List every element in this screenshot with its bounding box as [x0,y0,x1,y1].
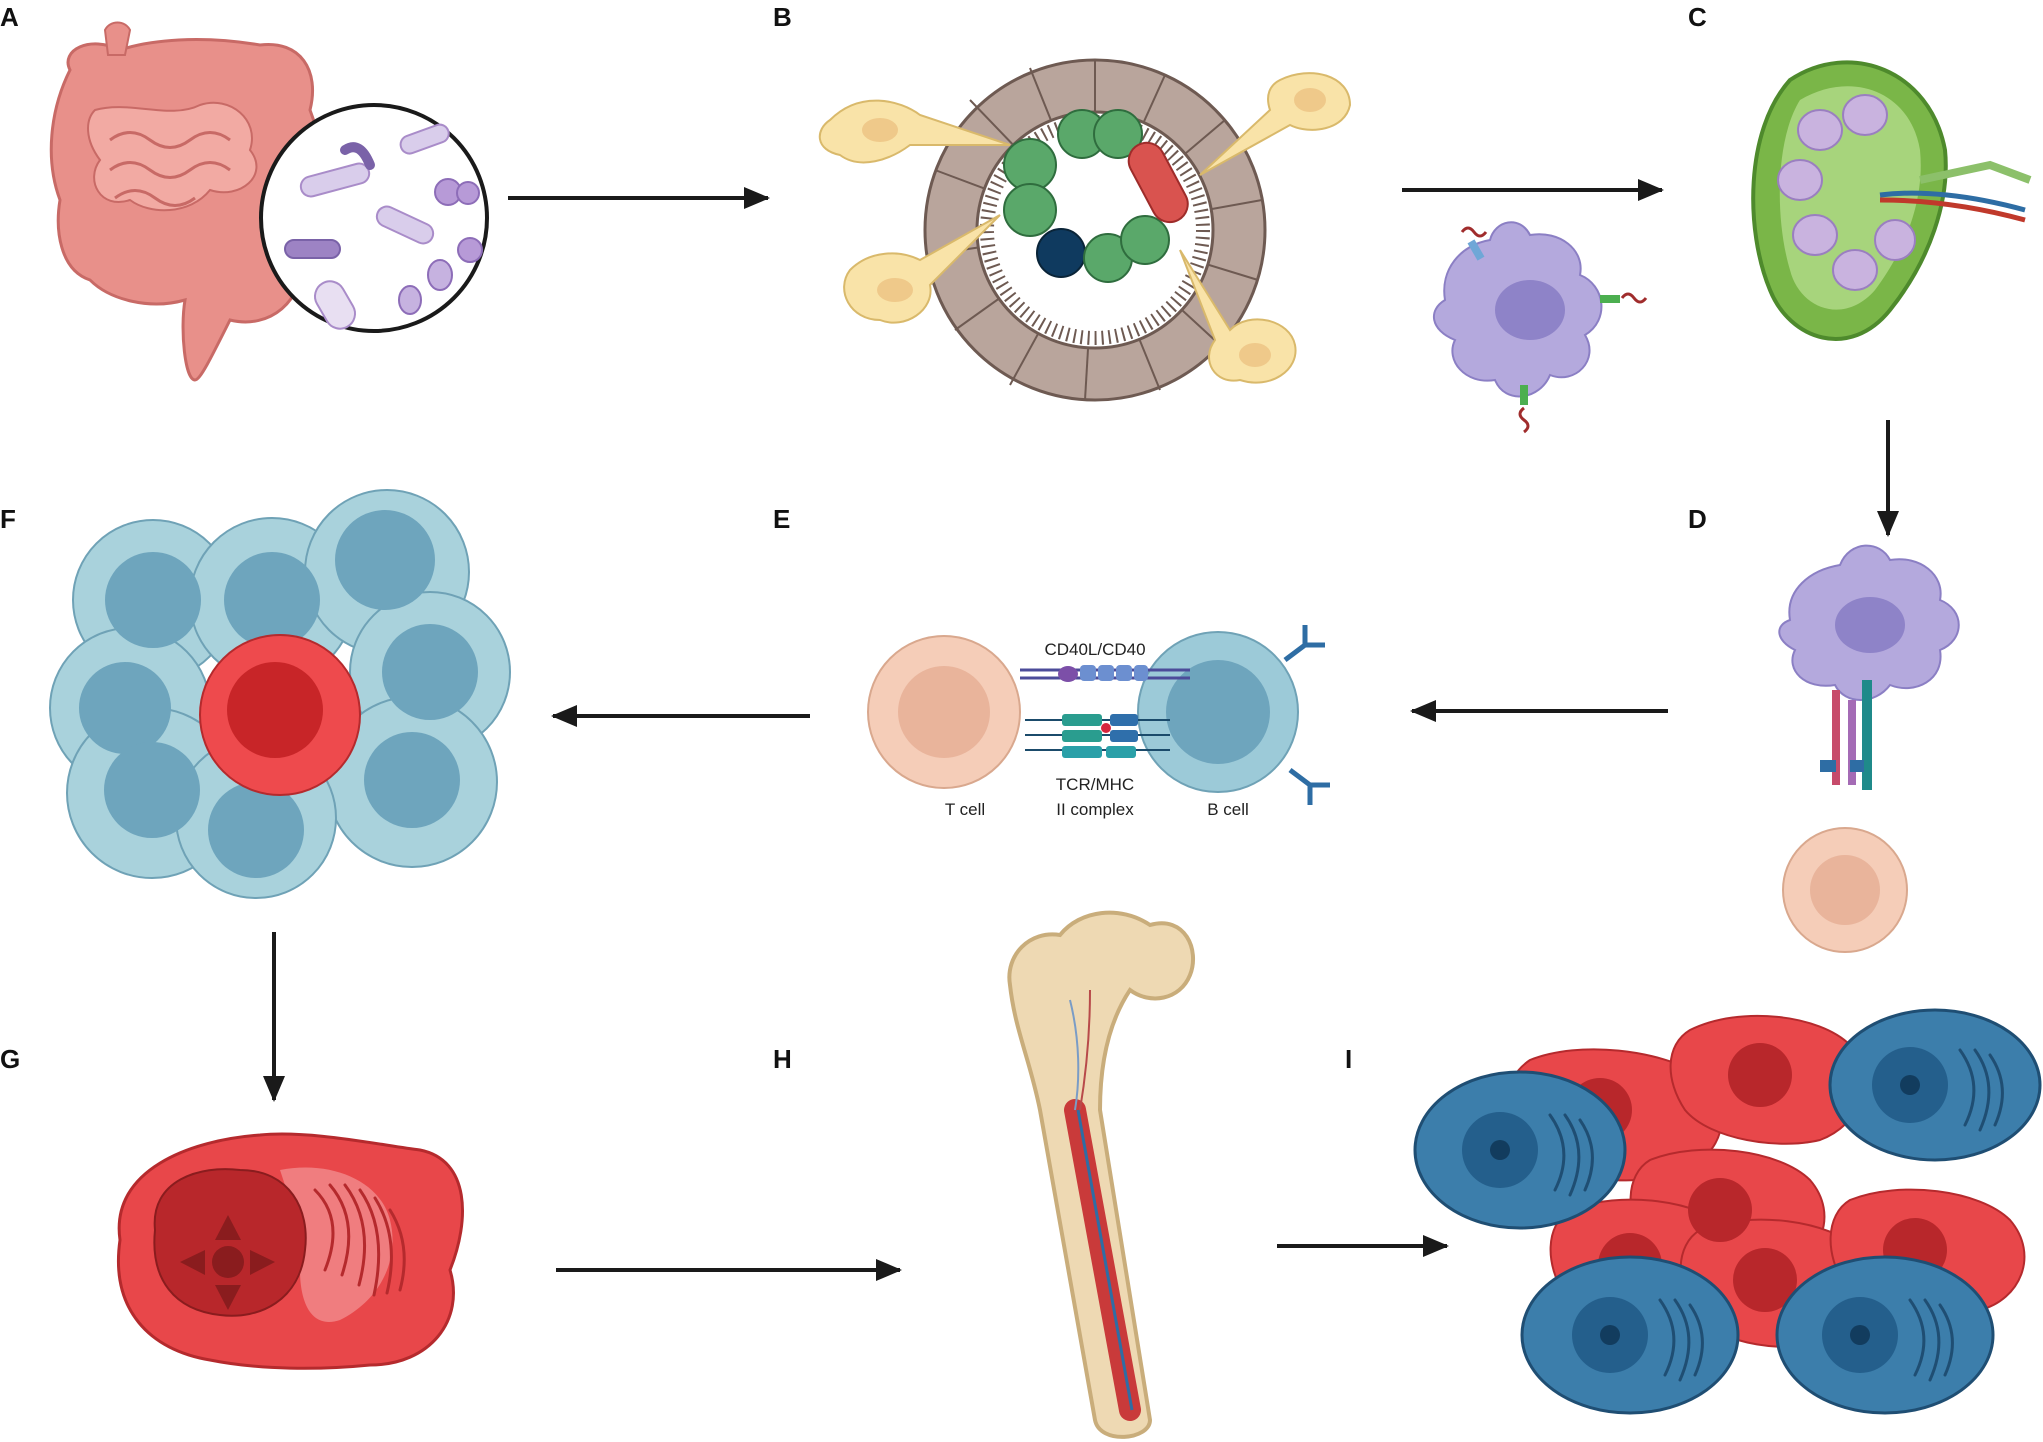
lymph-node [1751,60,2032,341]
antigen-presenting-cell [1432,221,1648,434]
microbiota-magnifier [259,103,489,333]
apc-t-cell-contact [1778,544,1960,953]
femur-bone-marrow [1007,910,1196,1439]
intestine-illustration [49,21,322,382]
panel-letter-g: G [0,1044,20,1074]
tcr-mhc-label-line1: TCR/MHC [1056,775,1134,794]
activated-cell-nucleus [227,662,323,758]
tcr-mhc-label-line2: II complex [1056,800,1134,819]
antibody-icon [1288,768,1330,805]
intestinal-crypt [818,58,1352,402]
plasma-cell [117,1132,464,1370]
t-cell-b-cell-synapse: CD40L/CD40 TCR/MHC II complex T cell B c… [867,625,1330,819]
panel-letter-h: H [773,1044,792,1074]
panel-letter-f: F [0,504,16,534]
panel-letter-d: D [1688,504,1707,534]
panel-letter-a: A [0,2,19,32]
t-cell-label: T cell [945,800,985,819]
t-cell-nucleus [898,666,990,758]
b-cell-label: B cell [1207,800,1249,819]
antibody-icon [1283,625,1325,662]
panel-letter-i: I [1345,1044,1352,1074]
panel-letter-e: E [773,504,790,534]
panel-letter-b: B [773,2,792,32]
b-cell-cluster [49,489,511,899]
plasma-cell-aggregate [1413,1008,2042,1415]
b-cell-nucleus [1166,660,1270,764]
cd40-label: CD40L/CD40 [1044,640,1145,659]
panel-letter-c: C [1688,2,1707,32]
